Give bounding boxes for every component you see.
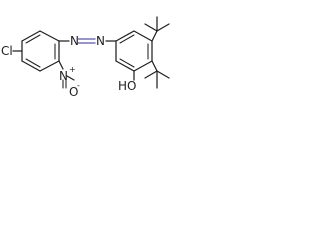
ring-double-bond-inner-6 [119, 58, 135, 68]
bottom-tert-butyl-branch-left [144, 70, 158, 79]
chlorine-label: Cl [1, 44, 13, 58]
nitro-nitrogen-label: N [59, 69, 68, 83]
ring-double-bond-inner-1 [25, 34, 41, 44]
bottom-tert-butyl-bond [151, 60, 158, 72]
chloronitrophenyl-ring [21, 30, 60, 72]
ring-double-bond-inner-4 [119, 34, 135, 44]
ring-bond-1 [21, 30, 41, 42]
tert-butyl-phenol-ring [115, 30, 153, 72]
bottom-tert-butyl-group [144, 60, 170, 89]
ring-bond-10 [133, 60, 153, 72]
top-tert-butyl-branch-right [156, 23, 170, 32]
azo-right-nitrogen-label: N [96, 34, 105, 48]
ring-bond-4 [39, 60, 60, 72]
nitro-bond [58, 60, 64, 70]
nitro-oxygen-negative-charge: - [77, 81, 80, 90]
nitro-oxygen-label: O [69, 85, 78, 99]
hydroxyl-label: HO [118, 79, 136, 93]
ring-bond-7 [115, 30, 135, 42]
top-tert-butyl-group [144, 16, 170, 42]
ring-bond-5 [21, 60, 41, 72]
ring-bond-11 [115, 60, 135, 72]
molecule-canvas: Cl N + O - N N HO [0, 0, 177, 106]
ring-bond-2 [39, 30, 60, 42]
ring-double-bond-inner-3 [25, 58, 41, 68]
bottom-tert-butyl-branch-right [156, 70, 170, 79]
chemical-structure-diagram: Cl N + O - N N HO [1, 16, 170, 99]
top-tert-butyl-branch-left [144, 23, 158, 32]
top-tert-butyl-bond [151, 30, 158, 42]
nitro-positive-charge: + [69, 65, 76, 74]
nitro-oxygen-bond [66, 75, 75, 81]
ring-bond-8 [133, 30, 153, 42]
azo-left-nitrogen-label: N [70, 34, 79, 48]
